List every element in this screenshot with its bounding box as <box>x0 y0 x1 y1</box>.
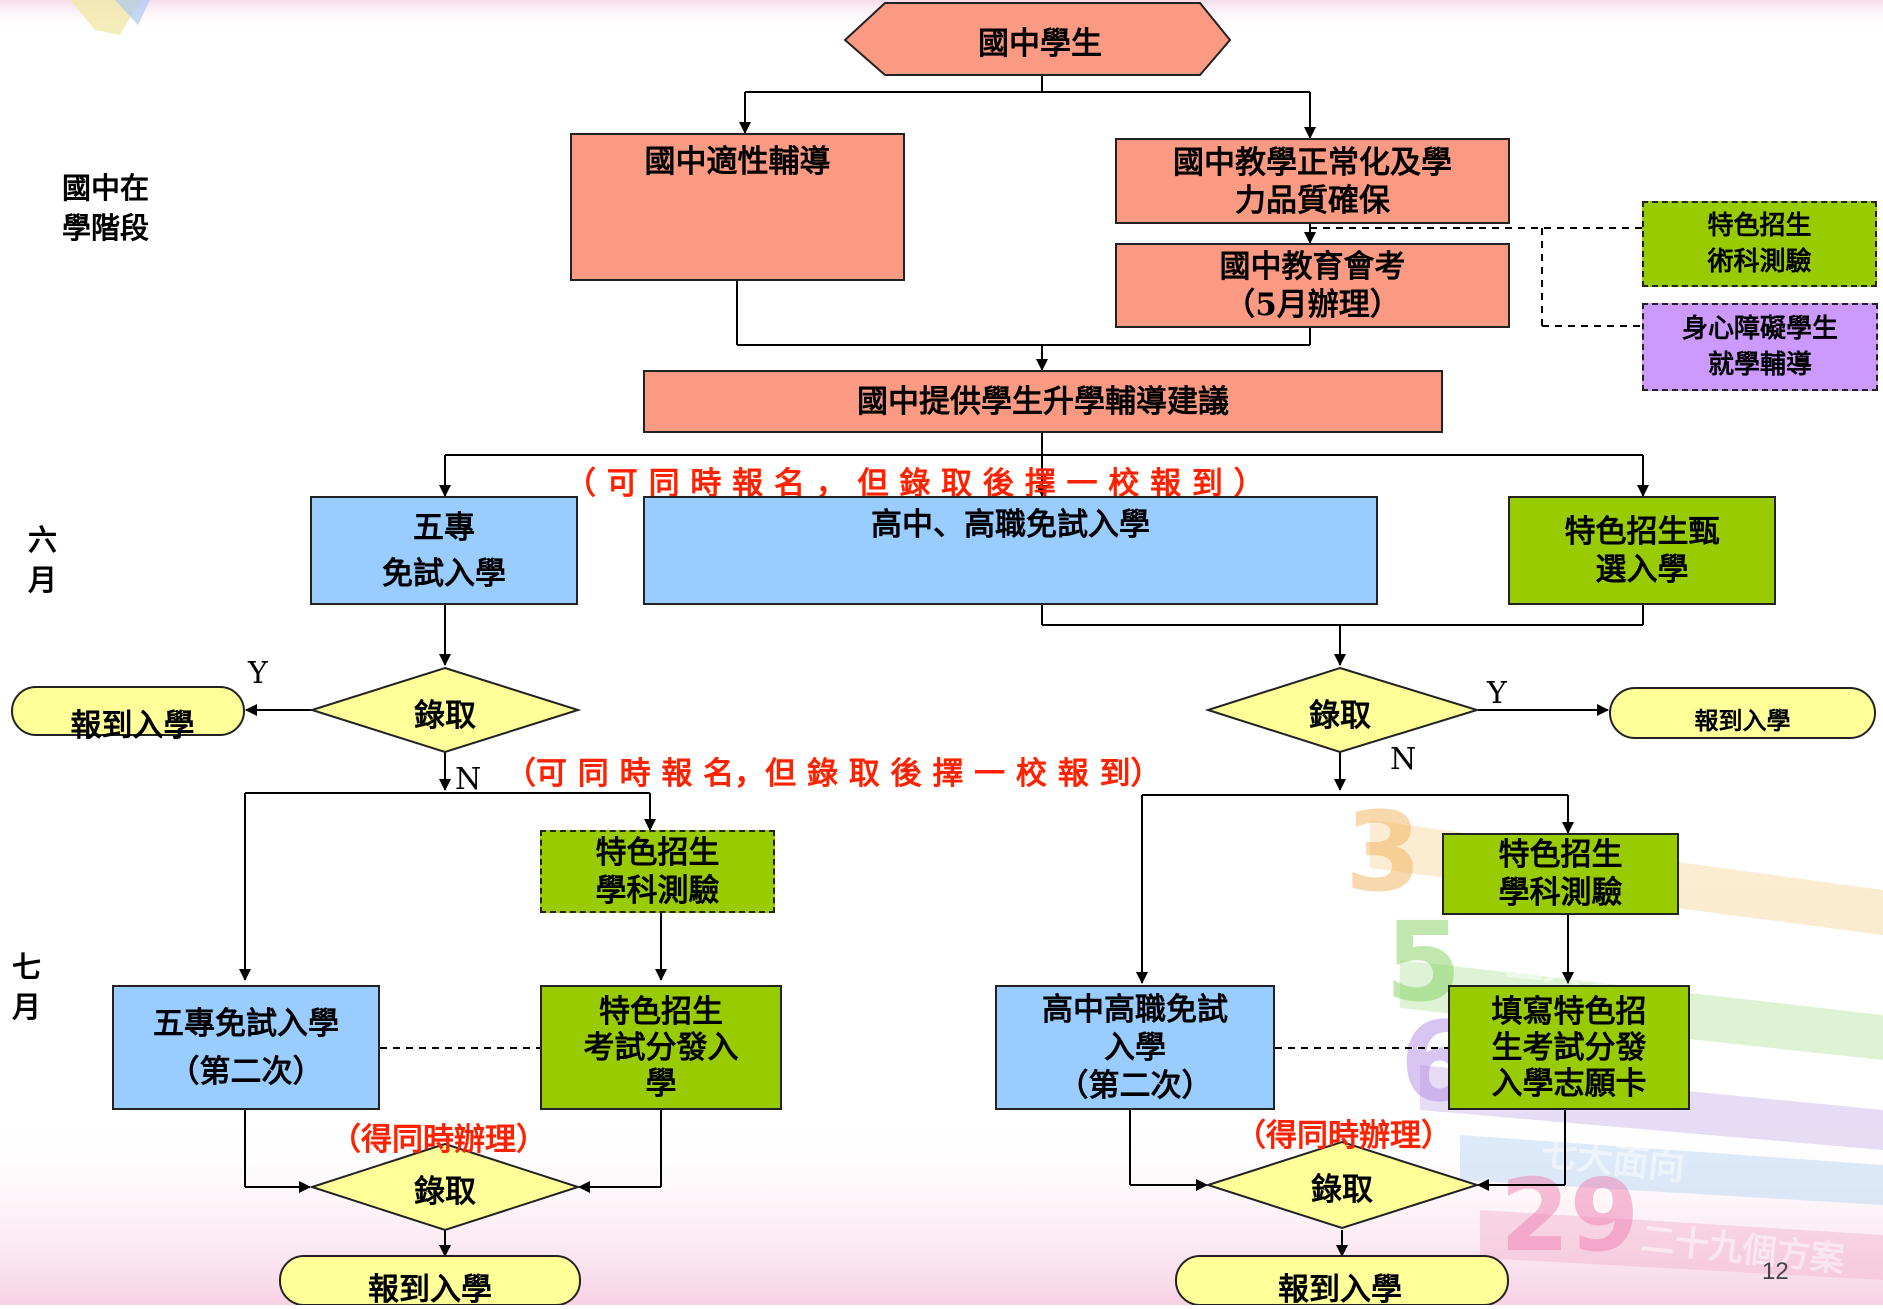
oval-report-4-shape <box>1175 1255 1509 1305</box>
diamond-left-shape <box>308 666 582 754</box>
education-exam-box: 國中教育會考 （5月辦理） <box>1115 243 1510 328</box>
special-subject-test-left: 特色招生 學科測驗 <box>540 830 775 913</box>
teaching-normalization-box: 國中教學正常化及學 力品質確保 <box>1115 138 1510 224</box>
oval-report-3-shape <box>279 1255 581 1305</box>
page-number: 12 <box>1762 1258 1789 1285</box>
june-label: 六 月 <box>28 523 58 597</box>
no-label-left: N <box>455 762 482 797</box>
start-hexagon-shape <box>843 1 1232 76</box>
admit-diamond-bottom-left: 錄取 <box>414 1173 476 1210</box>
special-subject-test-right: 特色招生 學科測驗 <box>1442 833 1679 915</box>
simultaneous-note-2: （可 同 時 報 名，但 錄 取 後 擇 一 校 報 到） <box>505 756 1162 792</box>
hs-vocational-exemption-box: 高中、高職免試入學 <box>643 496 1378 605</box>
oval-report-2-shape <box>1609 687 1876 739</box>
yes-label-right: Y <box>1487 676 1507 711</box>
july-label: 七 月 <box>12 950 42 1024</box>
report-oval-1: 報到入學 <box>70 707 195 744</box>
fill-preference-card-box: 填寫特色招 生考試分發 入學志願卡 <box>1448 985 1690 1110</box>
diamond-bottom-left-shape <box>308 1142 582 1232</box>
yes-label-left: Y <box>248 656 268 691</box>
diamond-bottom-right-shape <box>1204 1140 1481 1230</box>
report-oval-4: 報到入學 <box>1278 1271 1402 1308</box>
five-year-college-box: 五專 免試入學 <box>310 496 578 605</box>
special-assignment-box: 特色招生 考試分發入 學 <box>540 985 782 1110</box>
disability-guidance-box: 身心障礙學生 就學輔導 <box>1642 303 1878 391</box>
oval-report-1-shape <box>11 686 245 736</box>
report-oval-3: 報到入學 <box>368 1271 492 1308</box>
start-node: 國中學生 <box>978 25 1102 62</box>
hs-vocational-second-box: 高中高職免試 入學 （第二次） <box>995 985 1275 1110</box>
five-year-college-second-box: 五專免試入學 （第二次） <box>112 985 380 1110</box>
advice-box: 國中提供學生升學輔導建議 <box>643 370 1443 433</box>
report-oval-2: 報到入學 <box>1694 706 1791 735</box>
wm-3: 3 <box>1345 788 1422 916</box>
stage-label: 國中在 學階段 <box>62 171 150 245</box>
special-selection-box: 特色招生甄 選入學 <box>1508 496 1776 605</box>
admit-diamond-right: 錄取 <box>1309 697 1371 734</box>
special-arts-test-box: 特色招生 術科測驗 <box>1642 201 1877 287</box>
logo-corner-shape <box>70 0 140 35</box>
admit-diamond-bottom-right: 錄取 <box>1311 1171 1373 1208</box>
same-time-note-right: （得同時辦理） <box>1235 1118 1452 1154</box>
diamond-right-shape <box>1204 666 1481 754</box>
same-time-note-left: （得同時辦理） <box>330 1122 547 1158</box>
admit-diamond-left: 錄取 <box>414 697 476 734</box>
no-label-right: N <box>1390 742 1417 777</box>
adaptive-guidance-box: 國中適性輔導 <box>570 133 905 281</box>
wm-29: 29 <box>1500 1157 1639 1274</box>
